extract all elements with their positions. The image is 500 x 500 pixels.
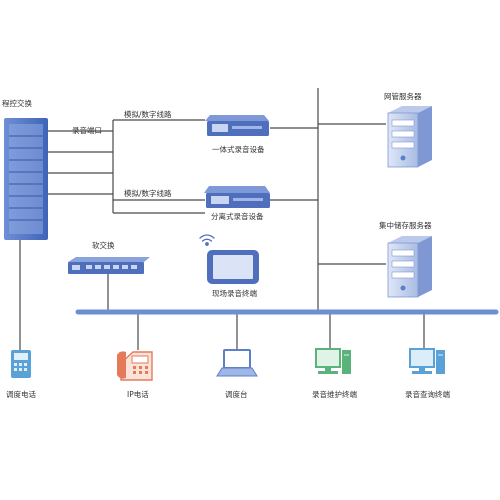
maintenance-terminal-icon bbox=[315, 348, 351, 374]
label-central-storage: 集中储存服务器 bbox=[379, 220, 432, 230]
label-maintenance-terminal: 录音维护终端 bbox=[312, 389, 357, 399]
dispatch-console-icon bbox=[216, 349, 258, 377]
soft-switch-icon bbox=[68, 257, 150, 274]
label-query-terminal: 录音查询终端 bbox=[405, 389, 450, 399]
query-terminal-icon bbox=[409, 348, 445, 374]
web-server-icon bbox=[387, 106, 432, 168]
label-ip-phone: IP电话 bbox=[127, 389, 149, 399]
onsite-terminal-icon bbox=[207, 250, 259, 284]
label-soft-switch: 软交换 bbox=[92, 240, 115, 250]
label-analog-digital-2: 模拟/数字线路 bbox=[124, 188, 172, 198]
dispatch-phone-icon bbox=[11, 350, 31, 378]
pbx-rack-icon bbox=[4, 118, 48, 240]
label-distributed-recorder: 分离式录音设备 bbox=[211, 211, 264, 221]
label-integrated-recorder: 一体式录音设备 bbox=[212, 144, 265, 154]
connection-lines bbox=[19, 88, 425, 350]
ip-phone-icon bbox=[117, 351, 153, 381]
label-dispatch-console: 调度台 bbox=[225, 389, 248, 399]
distributed-recorder-icon bbox=[204, 186, 270, 208]
label-onsite-terminal: 现场录音终端 bbox=[212, 288, 257, 298]
label-record-port: 录音端口 bbox=[72, 125, 102, 135]
label-pbx: 程控交换 bbox=[2, 98, 32, 108]
wifi-icon bbox=[199, 234, 215, 246]
storage-server-icon bbox=[387, 236, 432, 298]
label-dispatch-phone: 调度电话 bbox=[6, 389, 36, 399]
integrated-recorder-icon bbox=[205, 115, 269, 136]
label-analog-digital-1: 模拟/数字线路 bbox=[124, 109, 172, 119]
label-web-server: 网管服务器 bbox=[384, 91, 422, 101]
